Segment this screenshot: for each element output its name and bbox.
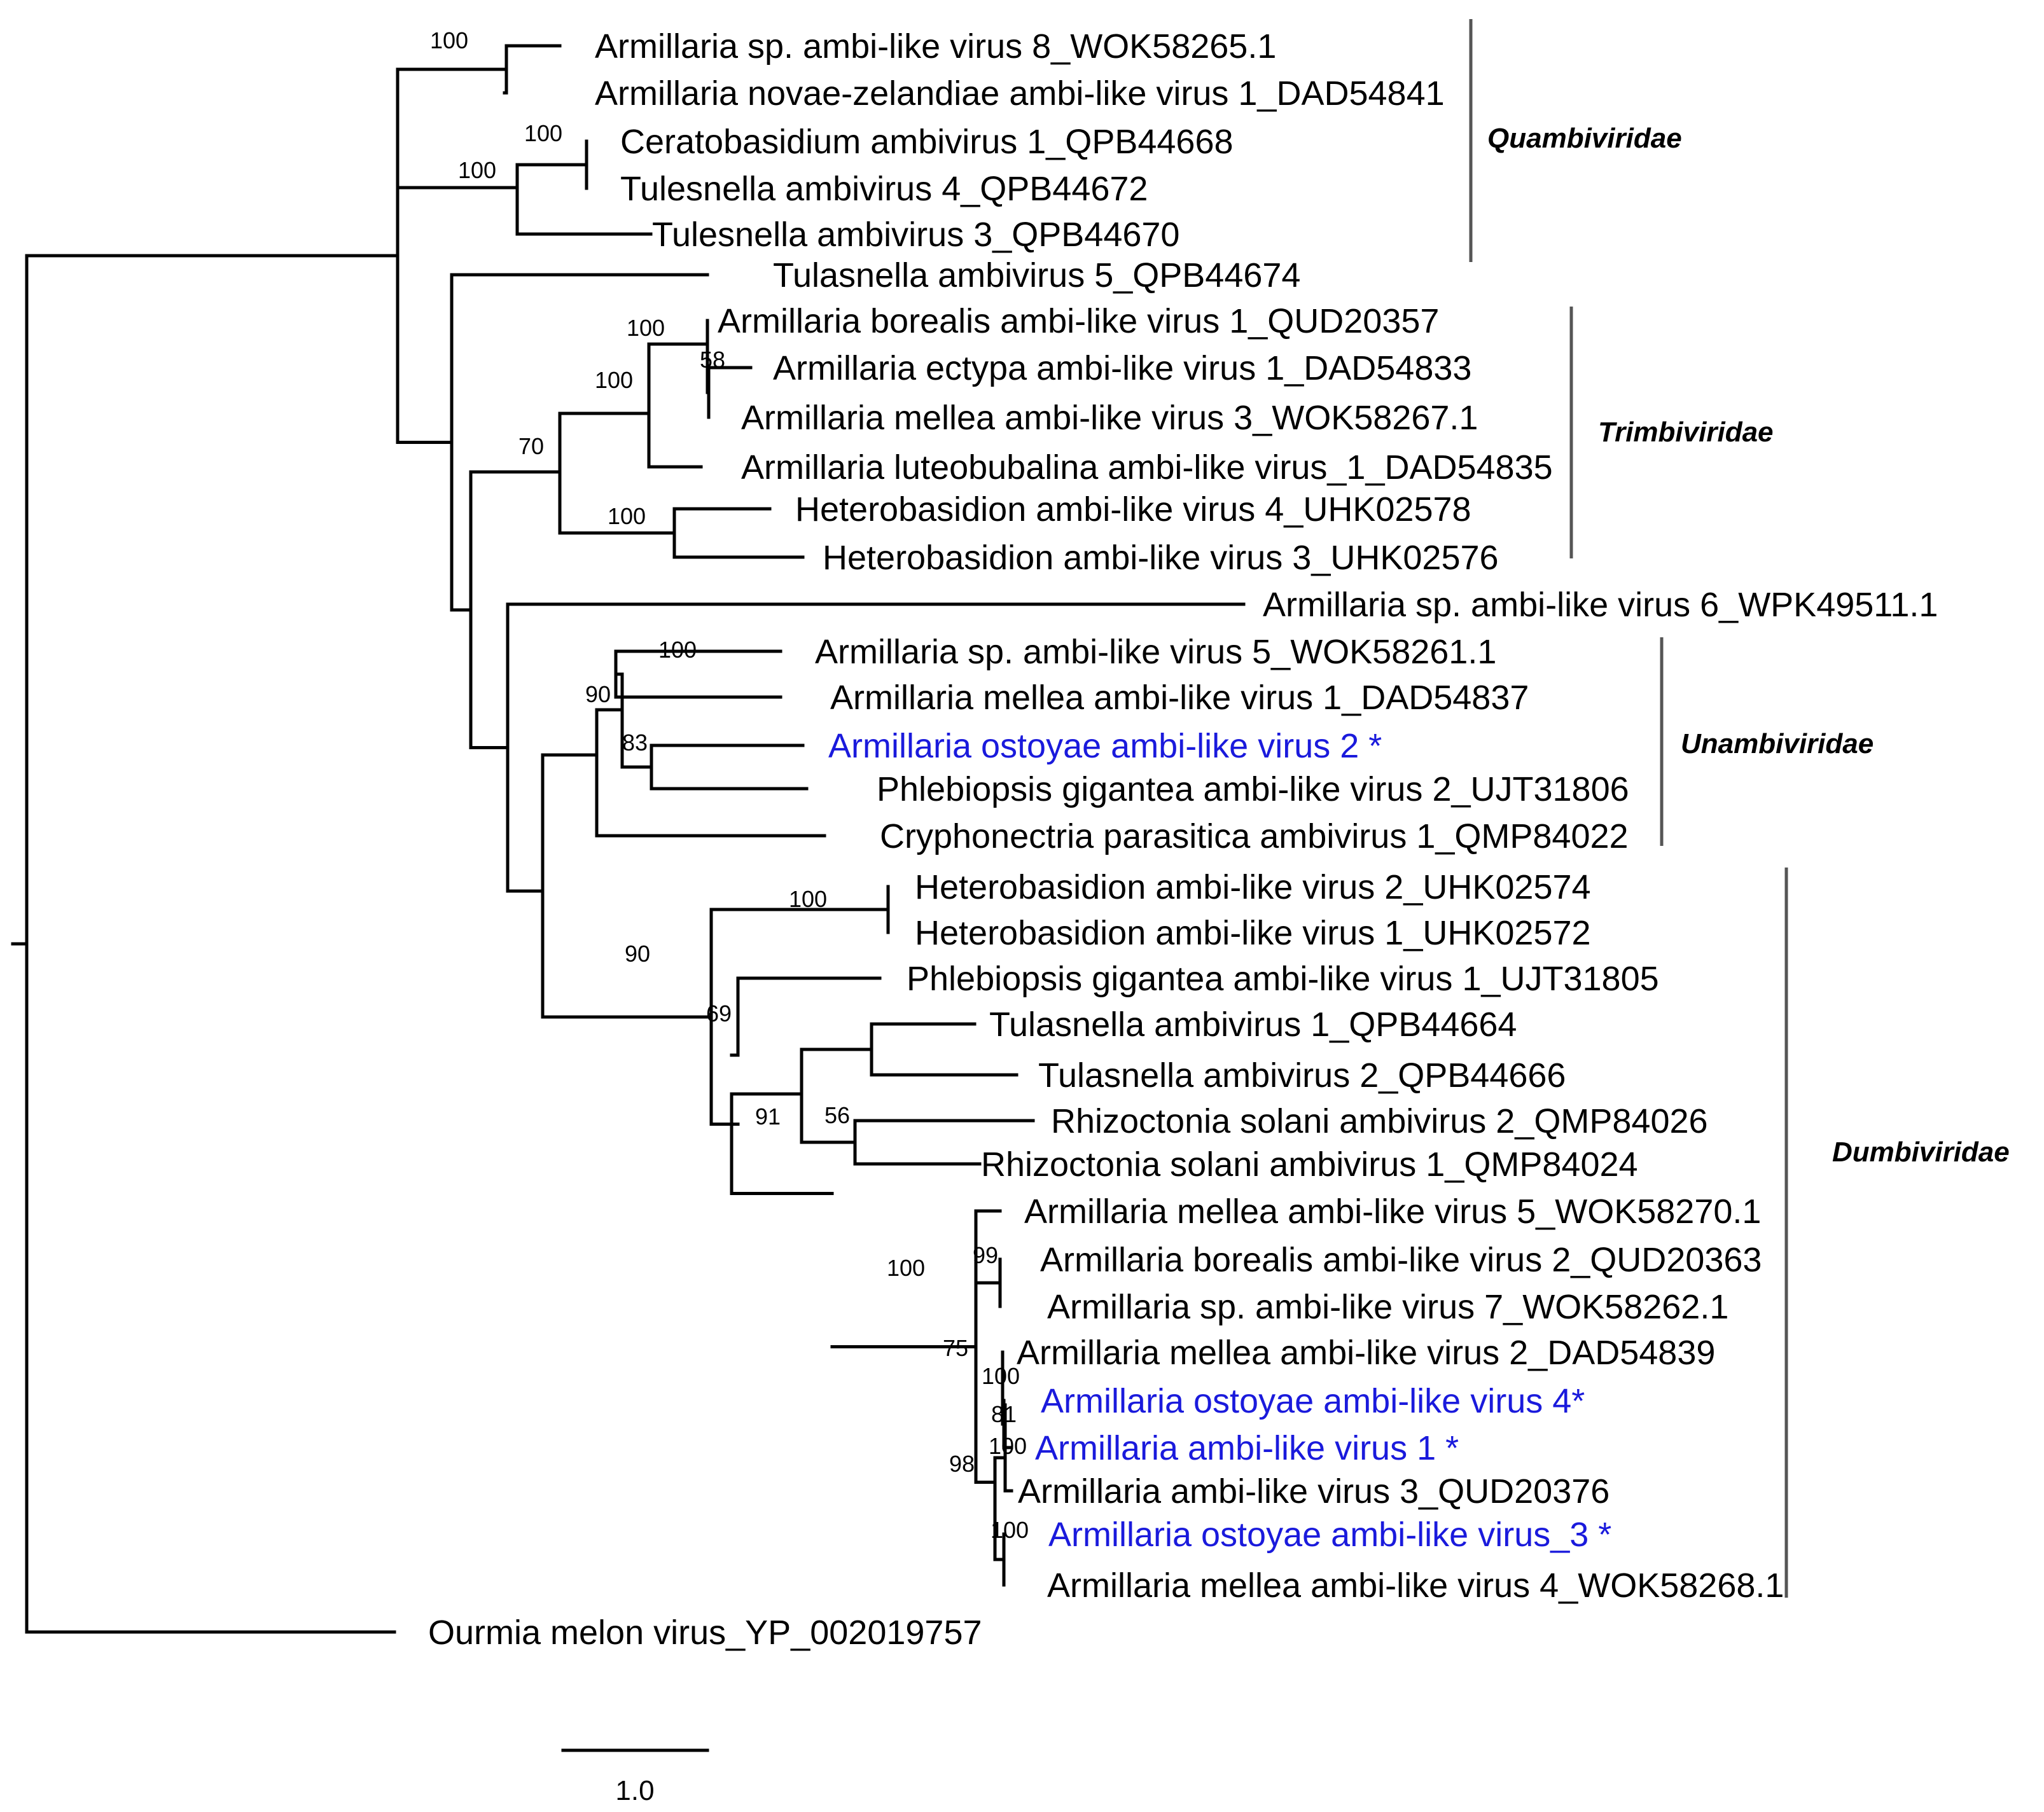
bootstrap-value: 69: [706, 1000, 732, 1027]
taxon-label: Tulasnella ambivirus 2_QPB44666: [1038, 1056, 1566, 1095]
family-label: Trimbiviridae: [1598, 417, 1774, 448]
taxon-label: Tulesnella ambivirus 3_QPB44670: [652, 216, 1179, 254]
bootstrap-value: 100: [608, 503, 646, 529]
taxon-label: Tulasnella ambivirus 1_QPB44664: [989, 1006, 1517, 1044]
taxon-label: Armillaria sp. ambi-like virus 6_WPK4951…: [1263, 586, 1938, 624]
bootstrap-value: 90: [625, 941, 650, 967]
taxon-label: Armillaria borealis ambi-like virus 2_QU…: [1040, 1241, 1762, 1279]
family-brackets: QuambiviridaeTrimbiviridaeUnambiviridaeD…: [1469, 19, 2010, 1598]
taxon-label: Armillaria novae-zelandiae ambi-like vir…: [595, 74, 1445, 113]
bootstrap-value: 99: [973, 1242, 998, 1268]
taxon-label: Rhizoctonia solani ambivirus 1_QMP84024: [981, 1145, 1638, 1184]
taxon-label: Rhizoctonia solani ambivirus 2_QMP84026: [1051, 1102, 1708, 1140]
taxon-label: Phlebiopsis gigantea ambi-like virus 1_U…: [907, 960, 1659, 998]
taxon-label: Armillaria luteobubalina ambi-like virus…: [741, 448, 1553, 487]
bootstrap-value: 100: [789, 886, 827, 912]
bootstrap-value: 91: [755, 1103, 781, 1130]
taxon-label: Tulesnella ambivirus 4_QPB44672: [620, 170, 1148, 208]
taxon-label: Armillaria mellea ambi-like virus 4_WOK5…: [1047, 1566, 1784, 1605]
bootstrap-value: 70: [518, 433, 544, 459]
bootstrap-value: 83: [622, 730, 648, 756]
bootstrap-value: 100: [658, 637, 697, 663]
highlighted-taxon-label: Armillaria ostoyae ambi-like virus 2 *: [828, 727, 1382, 765]
bootstrap-value: 100: [627, 315, 665, 341]
scale-bar: 1.0: [561, 1748, 709, 1806]
bootstrap-support-values: 100 100 100 100 58 100 70 100 100 90 83 100 90 69 91 56…: [430, 27, 1029, 1543]
bootstrap-value: 81: [991, 1401, 1017, 1427]
bootstrap-value: 90: [585, 681, 611, 707]
bootstrap-value: 100: [430, 27, 468, 53]
taxon-label: Armillaria sp. ambi-like virus 8_WOK5826…: [595, 27, 1276, 66]
bootstrap-value: 100: [458, 157, 496, 183]
bootstrap-value: 100: [887, 1255, 925, 1281]
taxon-label: Armillaria mellea ambi-like virus 2_DAD5…: [1017, 1334, 1715, 1372]
taxon-label: Armillaria ambi-like virus 3_QUD20376: [1018, 1472, 1609, 1511]
bootstrap-value: 100: [991, 1517, 1029, 1543]
taxon-label: Heterobasidion ambi-like virus 3_UHK0257…: [823, 539, 1499, 577]
bootstrap-value: 75: [943, 1335, 968, 1361]
bootstrap-value: 100: [982, 1363, 1020, 1389]
highlighted-taxon-label: Armillaria ostoyae ambi-like virus_3 *: [1048, 1516, 1611, 1554]
taxon-label: Ourmia melon virus_YP_002019757: [428, 1614, 982, 1652]
taxon-label: Heterobasidion ambi-like virus 4_UHK0257…: [795, 490, 1471, 529]
taxon-label: Heterobasidion ambi-like virus 2_UHK0257…: [915, 868, 1591, 906]
family-label: Unambiviridae: [1681, 728, 1874, 759]
bootstrap-value: 98: [949, 1451, 975, 1477]
taxon-label: Cryphonectria parasitica ambivirus 1_QMP…: [880, 817, 1629, 855]
taxon-label: Armillaria ectypa ambi-like virus 1_DAD5…: [773, 349, 1471, 387]
bootstrap-value: 58: [700, 347, 725, 373]
taxon-label: Armillaria mellea ambi-like virus 5_WOK5…: [1024, 1193, 1761, 1231]
taxon-label: Armillaria borealis ambi-like virus 1_QU…: [718, 302, 1439, 340]
tree-branches: [11, 44, 1246, 1634]
taxon-label: Armillaria sp. ambi-like virus 7_WOK5826…: [1047, 1288, 1728, 1326]
highlighted-taxon-label: Armillaria ostoyae ambi-like virus 4*: [1041, 1382, 1585, 1420]
bootstrap-value: 100: [989, 1433, 1027, 1459]
taxon-label: Armillaria mellea ambi-like virus 1_DAD5…: [830, 679, 1529, 717]
highlighted-taxon-label: Armillaria ambi-like virus 1 *: [1035, 1429, 1459, 1467]
bootstrap-value: 100: [595, 367, 633, 393]
taxon-label: Heterobasidion ambi-like virus 1_UHK0257…: [915, 914, 1591, 952]
taxon-label: Armillaria sp. ambi-like virus 5_WOK5826…: [815, 633, 1496, 671]
scale-bar-label: 1.0: [615, 1775, 654, 1806]
taxon-labels: Armillaria sp. ambi-like virus 8_WOK5826…: [428, 27, 1938, 1652]
family-label: Quambiviridae: [1487, 123, 1682, 154]
taxon-label: Phlebiopsis gigantea ambi-like virus 2_U…: [877, 770, 1629, 808]
bootstrap-value: 56: [824, 1102, 850, 1128]
taxon-label: Ceratobasidium ambivirus 1_QPB44668: [620, 123, 1234, 161]
taxon-label: Armillaria mellea ambi-like virus 3_WOK5…: [741, 399, 1478, 437]
taxon-label: Tulasnella ambivirus 5_QPB44674: [773, 256, 1300, 294]
family-label: Dumbiviridae: [1832, 1137, 2010, 1168]
bootstrap-value: 100: [524, 120, 562, 146]
